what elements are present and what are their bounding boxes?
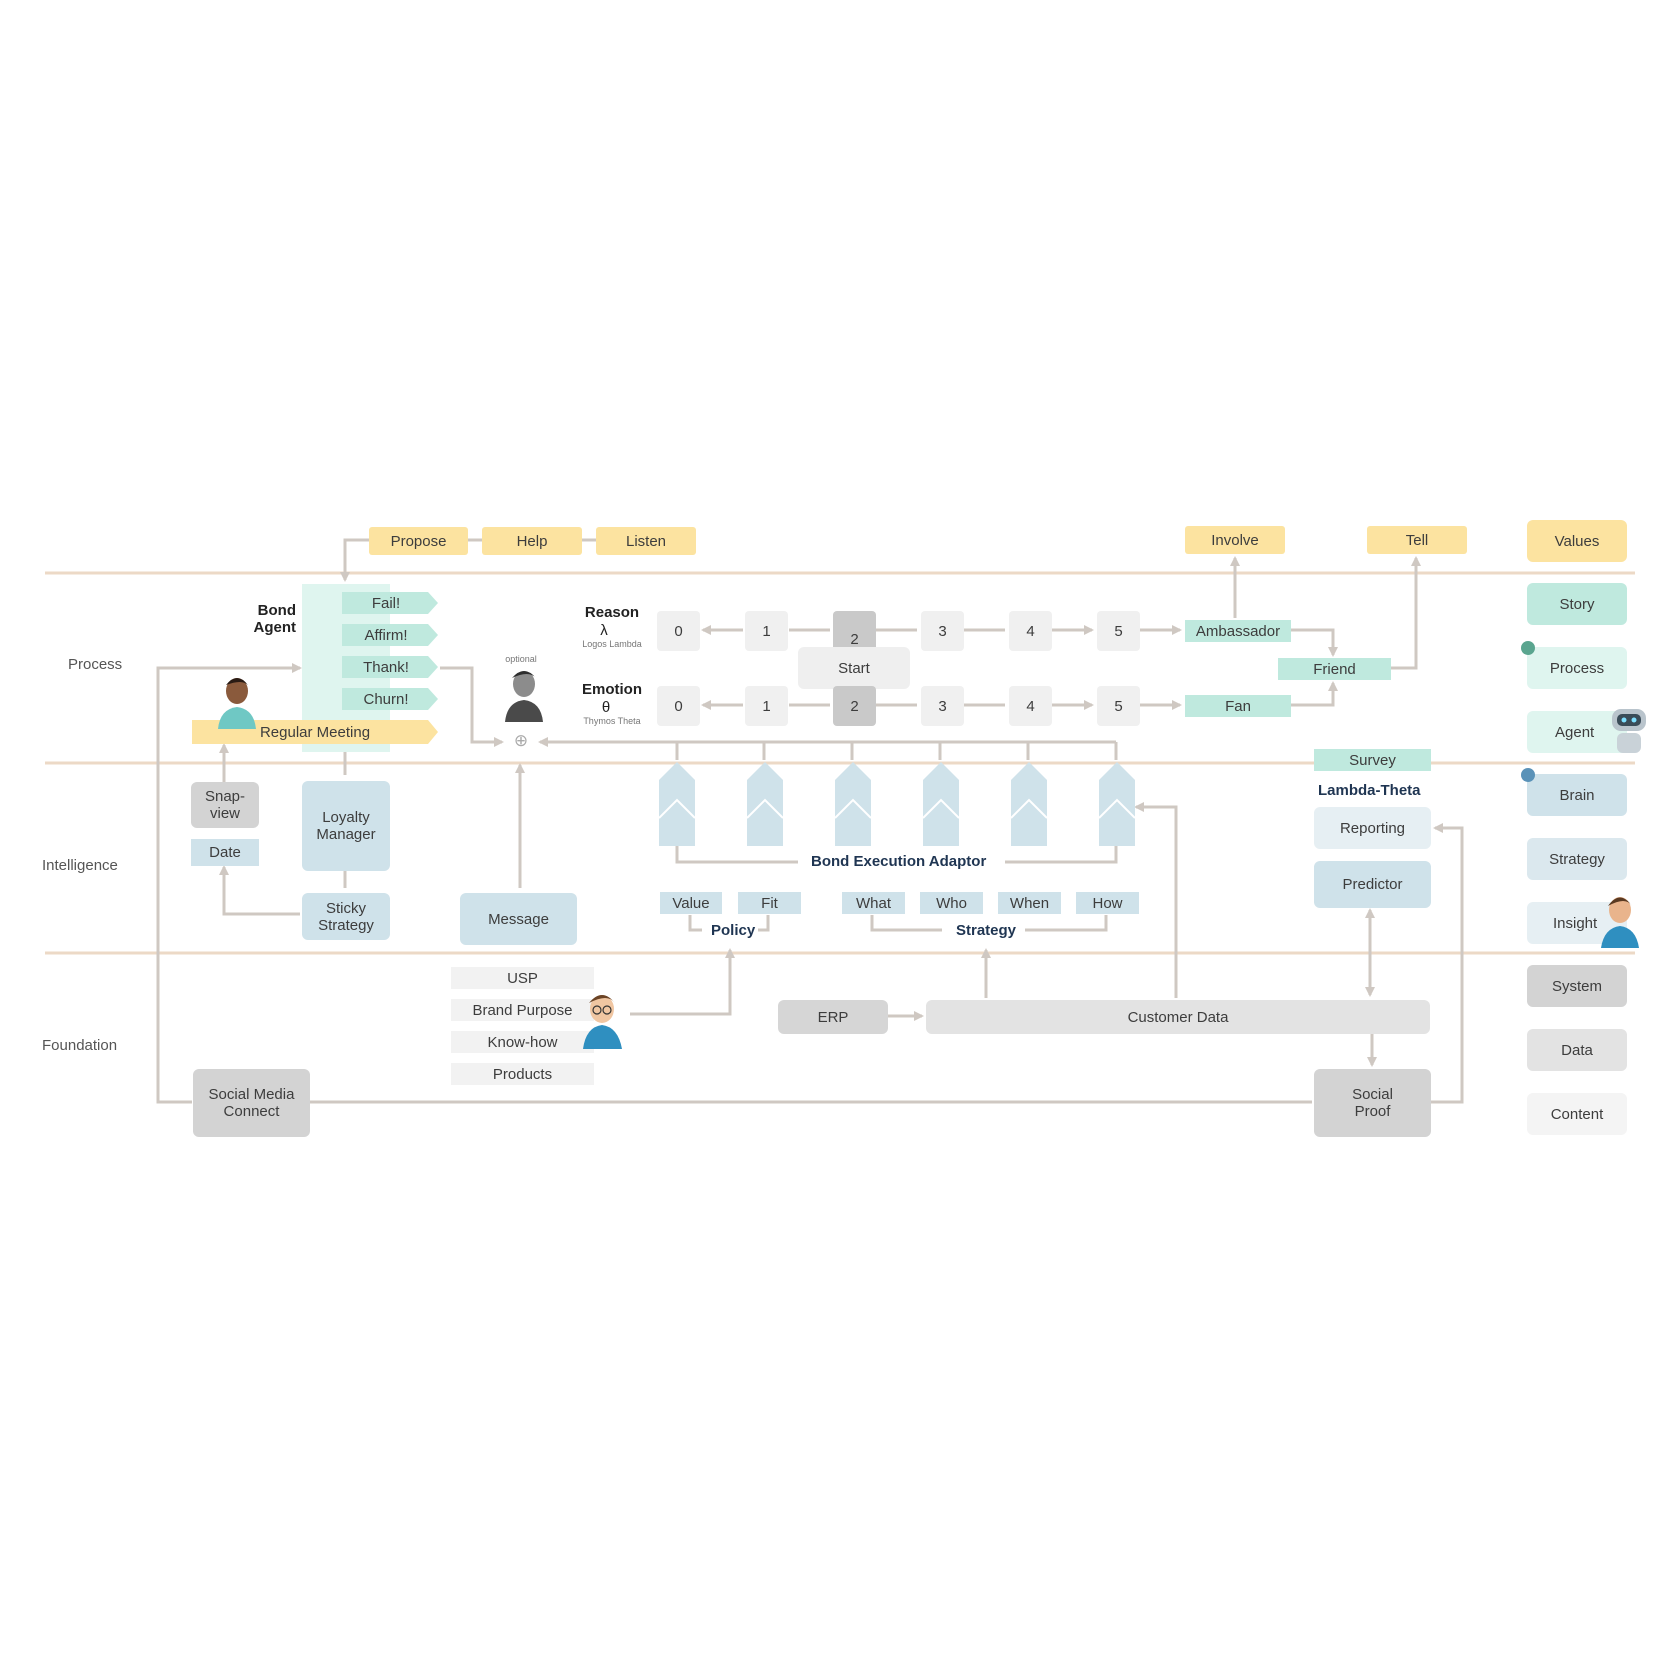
emotion-sub: Thymos Theta (583, 716, 641, 726)
optional-person-avatar-icon (505, 671, 543, 722)
products-box: Products (451, 1063, 594, 1085)
person-avatar-icon (218, 678, 256, 729)
emotion-level-5: 5 (1097, 686, 1140, 726)
social-proof-box: Social Proof (1314, 1069, 1431, 1137)
strategy-how: How (1076, 892, 1139, 914)
reason-title: Reason (584, 604, 640, 621)
reason-sub: Logos Lambda (582, 639, 642, 649)
process-dot-icon (1521, 641, 1535, 655)
layer-label-foundation: Foundation (42, 1037, 118, 1054)
bond-agent-steps (342, 592, 438, 710)
reason-level-4: 4 (1009, 611, 1052, 651)
emotion-level-2: 2 (833, 686, 876, 726)
regular-meeting: Regular Meeting (259, 723, 371, 741)
value-listen: Listen (596, 527, 696, 555)
reason-level-3: 3 (921, 611, 964, 651)
step-churn: Churn! (363, 690, 409, 708)
value-propose: Propose (369, 527, 468, 555)
bond-agent-label: Bond Agent (253, 602, 297, 636)
adaptor-arrow-5 (1011, 762, 1047, 846)
policy-title: Policy (711, 922, 756, 939)
strategy-when: When (998, 892, 1061, 914)
outcome-friend: Friend (1278, 658, 1391, 680)
layer-label-intelligence: Intelligence (42, 857, 118, 874)
sticky-strategy-box: Sticky Strategy (302, 893, 390, 940)
erp-box: ERP (778, 1000, 888, 1034)
legend-story: Story (1527, 583, 1627, 625)
reason-symbol: λ (600, 622, 608, 639)
bond-execution-adaptor-label: Bond Execution Adaptor (811, 853, 987, 870)
reporting-box: Reporting (1314, 807, 1431, 849)
legend-process: Process (1527, 647, 1627, 689)
value-involve: Involve (1185, 526, 1285, 554)
step-affirm: Affirm! (364, 626, 408, 644)
legend-agent: Agent (1527, 711, 1627, 753)
adaptor-arrow-6 (1099, 762, 1135, 846)
robot-agent-icon (1612, 709, 1646, 753)
message-box: Message (460, 893, 577, 945)
step-churn-chevron (342, 688, 438, 710)
survey-box: Survey (1314, 749, 1431, 771)
policy-fit: Fit (738, 892, 801, 914)
strategy-title: Strategy (956, 922, 1017, 939)
legend-strategy: Strategy (1527, 838, 1627, 880)
brain-dot-icon (1521, 768, 1535, 782)
layer-label-process: Process (68, 656, 123, 673)
customer-data-box: Customer Data (926, 1000, 1430, 1034)
step-affirm-chevron (342, 624, 438, 646)
emotion-symbol: θ (601, 699, 611, 716)
emotion-level-0: 0 (657, 686, 700, 726)
step-fail-chevron (342, 592, 438, 614)
start-box: Start (798, 647, 910, 689)
snapview-box: Snap- view (191, 782, 259, 828)
strategy-who: Who (920, 892, 983, 914)
lambda-theta-label: Lambda-Theta (1318, 782, 1421, 799)
brand-person-avatar-icon (583, 995, 622, 1049)
adaptor-arrow-2 (747, 762, 783, 846)
legend-values: Values (1527, 520, 1627, 562)
reason-level-0: 0 (657, 611, 700, 651)
execution-adaptor-arrows (659, 762, 1136, 846)
insight-person-avatar-icon (1601, 897, 1639, 948)
loyalty-manager-box: Loyalty Manager (302, 781, 390, 871)
step-fail: Fail! (371, 594, 401, 612)
outcome-fan: Fan (1185, 695, 1291, 717)
value-help: Help (482, 527, 582, 555)
value-tell: Tell (1367, 526, 1467, 554)
adaptor-arrow-3 (835, 762, 871, 846)
merge-plus-icon: ⊕ (513, 731, 529, 750)
step-thank: Thank! (363, 658, 409, 676)
emotion-title: Emotion (582, 681, 642, 698)
legend-content: Content (1527, 1093, 1627, 1135)
predictor-box: Predictor (1314, 861, 1431, 908)
reason-level-5: 5 (1097, 611, 1140, 651)
reason-level-1: 1 (745, 611, 788, 651)
legend-brain: Brain (1527, 774, 1627, 816)
usp-box: USP (451, 967, 594, 989)
strategy-what: What (842, 892, 905, 914)
emotion-level-1: 1 (745, 686, 788, 726)
date-box: Date (191, 839, 259, 866)
legend-system: System (1527, 965, 1627, 1007)
know-how-box: Know-how (451, 1031, 594, 1053)
policy-value: Value (660, 892, 722, 914)
social-media-connect-box: Social Media Connect (193, 1069, 310, 1137)
adaptor-arrow-1 (659, 762, 695, 846)
emotion-level-4: 4 (1009, 686, 1052, 726)
legend-data: Data (1527, 1029, 1627, 1071)
step-thank-chevron (342, 656, 438, 678)
brand-purpose-box: Brand Purpose (451, 999, 594, 1021)
optional-label: optional (505, 654, 537, 664)
emotion-level-3: 3 (921, 686, 964, 726)
adaptor-arrow-4 (923, 762, 959, 846)
outcome-ambassador: Ambassador (1185, 620, 1291, 642)
reason-level-2: 2 (833, 611, 876, 651)
